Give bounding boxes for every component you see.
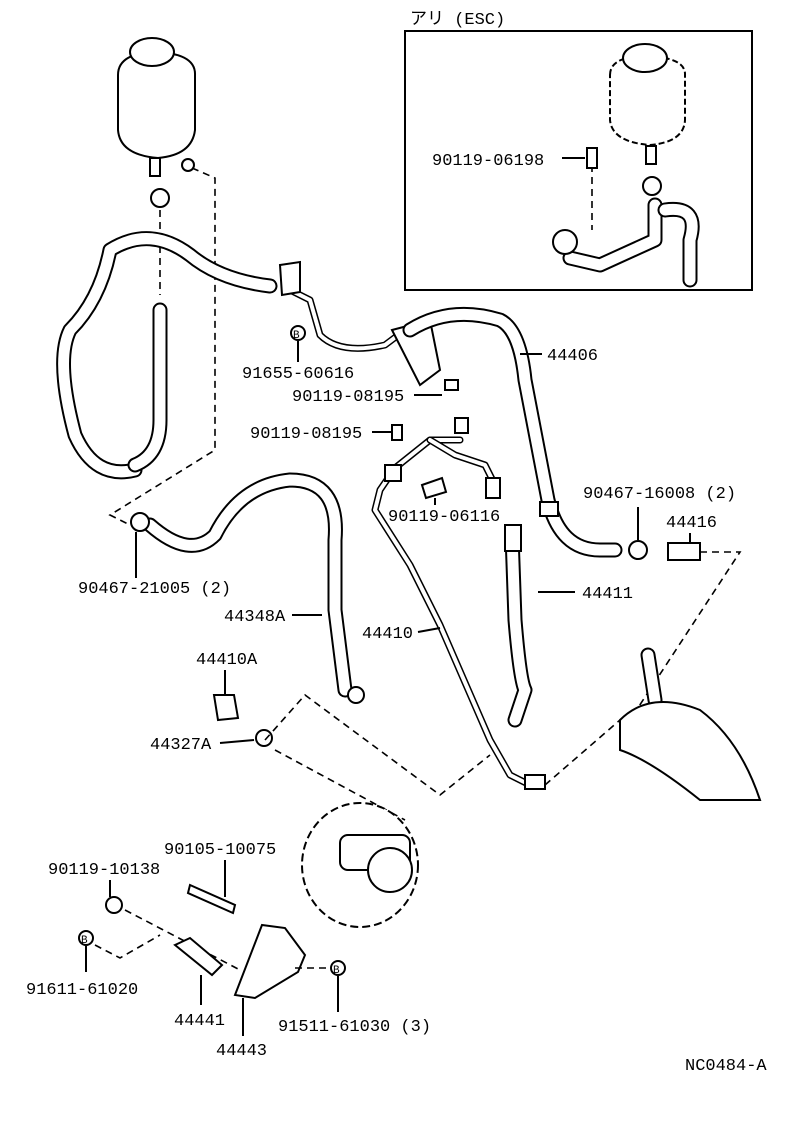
bolt-marker: B bbox=[330, 960, 346, 977]
esc-inset: アリ (ESC) 90119-06198 bbox=[404, 11, 753, 291]
fitting-icon bbox=[212, 694, 240, 722]
svg-text:B: B bbox=[81, 935, 88, 947]
bolt-icon bbox=[420, 476, 448, 500]
bolt-icon bbox=[391, 424, 403, 441]
part-label: 44410A bbox=[196, 651, 258, 670]
part-label: 44416 bbox=[666, 514, 717, 533]
bracket-44441-icon bbox=[173, 936, 224, 977]
pump-icon bbox=[264, 693, 491, 928]
part-label: 91655-60616 bbox=[242, 365, 354, 384]
reservoir-icon bbox=[117, 37, 197, 208]
figure-code: NC0484-A bbox=[685, 1057, 767, 1076]
leader-lines bbox=[85, 341, 691, 1036]
bolt-icon bbox=[454, 417, 469, 434]
fitting-icon bbox=[485, 477, 501, 499]
bolt-icon bbox=[444, 379, 459, 391]
part-label: 90119-06198 bbox=[432, 152, 544, 171]
fitting-icon bbox=[504, 524, 522, 552]
part-label: 44327A bbox=[150, 736, 212, 755]
bolt-icon bbox=[186, 883, 237, 915]
svg-text:B: B bbox=[293, 330, 300, 342]
part-label: 90119-06116 bbox=[388, 508, 500, 527]
bracket-icon bbox=[278, 260, 301, 297]
part-label: 90467-21005 (2) bbox=[78, 580, 231, 599]
part-label: 90105-10075 bbox=[164, 841, 276, 860]
inset-reservoir-icon bbox=[609, 43, 687, 196]
union-icon bbox=[667, 542, 701, 561]
bracket-44443-icon bbox=[233, 923, 307, 1000]
clamp-icon bbox=[347, 686, 365, 704]
inset-bolt-icon bbox=[586, 147, 598, 169]
fitting-icon bbox=[524, 774, 546, 790]
part-label: 44411 bbox=[582, 585, 633, 604]
part-label: 90119-10138 bbox=[48, 861, 160, 880]
bolt-marker: B bbox=[290, 325, 306, 342]
part-label: 44406 bbox=[547, 347, 598, 366]
part-label: 90119-08195 bbox=[292, 388, 404, 407]
part-label: 91611-61020 bbox=[26, 981, 138, 1000]
clip-icon bbox=[384, 464, 402, 482]
part-label: 91511-61030 (3) bbox=[278, 1018, 431, 1037]
clamp-icon bbox=[150, 188, 170, 208]
union-bolt-icon bbox=[255, 729, 273, 747]
part-label: 44441 bbox=[174, 1012, 225, 1031]
inset-title: アリ (ESC) bbox=[410, 11, 505, 30]
bolt-marker: B bbox=[78, 930, 94, 947]
clamp-icon bbox=[628, 540, 648, 560]
part-label: 90119-08195 bbox=[250, 425, 362, 444]
inset-frame bbox=[404, 30, 753, 291]
svg-text:B: B bbox=[333, 965, 340, 977]
hose-clamp-icon bbox=[539, 501, 559, 517]
nut-icon bbox=[105, 896, 123, 914]
part-label: 90467-16008 (2) bbox=[583, 485, 736, 504]
inset-bracket-icon bbox=[552, 229, 578, 255]
steering-gear-icon bbox=[619, 647, 762, 801]
clamp-icon bbox=[130, 512, 150, 532]
part-label: 44443 bbox=[216, 1042, 267, 1061]
part-label: 44410 bbox=[362, 625, 413, 644]
part-label: 44348A bbox=[224, 608, 286, 627]
